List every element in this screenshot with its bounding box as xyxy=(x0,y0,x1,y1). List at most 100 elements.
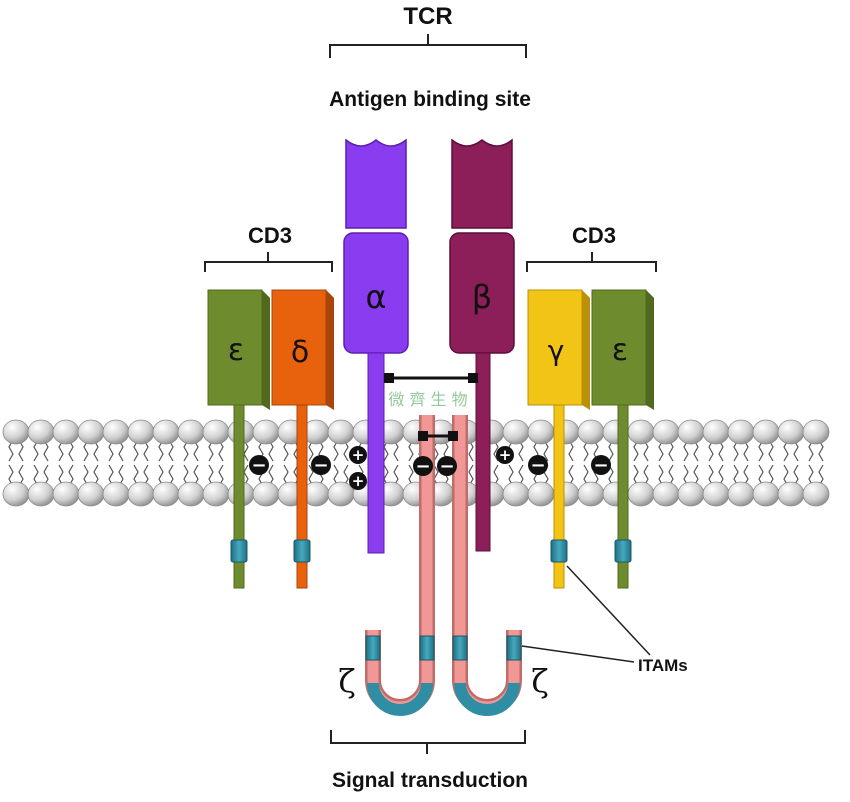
lipid-head xyxy=(752,419,780,445)
itam-zeta-left-inner xyxy=(419,635,435,661)
signal-transduction-label: Signal transduction xyxy=(332,769,528,792)
membrane-charges: −−++−−+−− xyxy=(249,446,611,490)
signal-transduction-bracket xyxy=(330,730,526,754)
cd3-epsilon-left: ε xyxy=(207,289,270,589)
lipid-head xyxy=(52,419,80,445)
lipid-head xyxy=(727,481,755,507)
alpha-beta-disulfide-bond xyxy=(384,373,478,383)
charge-symbol: − xyxy=(415,456,430,477)
lipid-head xyxy=(177,481,205,507)
epsilon-right-symbol: ε xyxy=(612,333,628,368)
itams-label: ITAMs xyxy=(638,656,688,675)
positive-charge: + xyxy=(496,446,514,464)
antigen-binding-site-label: Antigen binding site xyxy=(329,88,531,111)
lipid-head xyxy=(102,419,130,445)
itam-epsilon-right xyxy=(614,539,632,563)
cd3-epsilon-right: ε xyxy=(591,289,654,589)
zeta-disulfide-bond xyxy=(418,431,458,441)
zeta-chain-left xyxy=(365,415,435,716)
charge-symbol: − xyxy=(313,455,328,476)
charge-symbol: − xyxy=(439,456,454,477)
lipid-head xyxy=(102,481,130,507)
cd3-delta: δ xyxy=(271,289,334,589)
tcr-beta-chain: β xyxy=(449,138,515,552)
lipid-head xyxy=(27,481,55,507)
positive-charge: + xyxy=(349,472,367,490)
lipid-head xyxy=(627,481,655,507)
itam-zeta-left-outer xyxy=(365,635,381,661)
negative-charge: − xyxy=(413,456,433,477)
cd3-gamma: γ xyxy=(527,289,590,589)
lipid-head xyxy=(677,419,705,445)
charge-symbol: − xyxy=(530,455,545,476)
zeta-right-symbol: ζ xyxy=(531,662,548,700)
lipid-head xyxy=(802,419,830,445)
lipid-head xyxy=(727,419,755,445)
watermark-text: 微 齊 生 物 xyxy=(388,390,467,409)
charge-symbol: − xyxy=(251,455,266,476)
lipid-head xyxy=(152,419,180,445)
zeta-chain-right xyxy=(452,415,522,716)
gamma-symbol: γ xyxy=(548,334,565,367)
lipid-head xyxy=(127,419,155,445)
lipid-head xyxy=(77,419,105,445)
lipid-head xyxy=(202,481,230,507)
tcr-alpha-chain: α xyxy=(343,138,409,554)
cd3-left-label: CD3 xyxy=(248,223,292,248)
negative-charge: − xyxy=(249,455,269,476)
negative-charge: − xyxy=(437,456,457,477)
cd3-left-bracket xyxy=(204,252,333,272)
lipid-head xyxy=(627,419,655,445)
lipid-head xyxy=(2,481,30,507)
lipid-head xyxy=(152,481,180,507)
lipid-head xyxy=(702,419,730,445)
negative-charge: − xyxy=(528,455,548,476)
charge-symbol: + xyxy=(352,472,365,490)
lipid-head xyxy=(52,481,80,507)
lipid-head xyxy=(252,481,280,507)
tcr-label: TCR xyxy=(403,3,452,30)
positive-charge: + xyxy=(349,446,367,464)
lipid-head xyxy=(802,481,830,507)
itams-callout-lines xyxy=(521,565,651,663)
lipid-head xyxy=(752,481,780,507)
lipid-head xyxy=(252,419,280,445)
alpha-symbol: α xyxy=(365,278,386,316)
lipid-head xyxy=(777,481,805,507)
itam-zeta-right-inner xyxy=(452,635,468,661)
lipid-head xyxy=(652,481,680,507)
lipid-head xyxy=(677,481,705,507)
lipid-head xyxy=(202,419,230,445)
lipid-head xyxy=(127,481,155,507)
charge-symbol: + xyxy=(352,446,365,464)
lipid-head xyxy=(652,419,680,445)
zeta-left-symbol: ζ xyxy=(338,662,355,700)
charge-symbol: − xyxy=(593,455,608,476)
beta-symbol: β xyxy=(472,278,492,316)
negative-charge: − xyxy=(311,455,331,476)
epsilon-left-symbol: ε xyxy=(228,333,244,368)
lipid-head xyxy=(27,419,55,445)
lipid-head xyxy=(702,481,730,507)
delta-symbol: δ xyxy=(291,335,309,370)
tcr-bracket xyxy=(329,34,527,58)
lipid-head xyxy=(327,481,355,507)
charge-symbol: + xyxy=(499,446,512,464)
lipid-head xyxy=(577,481,605,507)
lipid-head xyxy=(2,419,30,445)
itam-gamma xyxy=(550,539,568,563)
lipid-head xyxy=(777,419,805,445)
lipid-head xyxy=(527,481,555,507)
cd3-right-bracket xyxy=(526,252,657,272)
lipid-head xyxy=(502,419,530,445)
itam-zeta-right-outer xyxy=(506,635,522,661)
lipid-head xyxy=(527,419,555,445)
lipid-head xyxy=(327,419,355,445)
lipid-head xyxy=(77,481,105,507)
itam-epsilon-left xyxy=(230,539,248,563)
lipid-head xyxy=(502,481,530,507)
negative-charge: − xyxy=(591,455,611,476)
lipid-head xyxy=(177,419,205,445)
lipid-head xyxy=(577,419,605,445)
